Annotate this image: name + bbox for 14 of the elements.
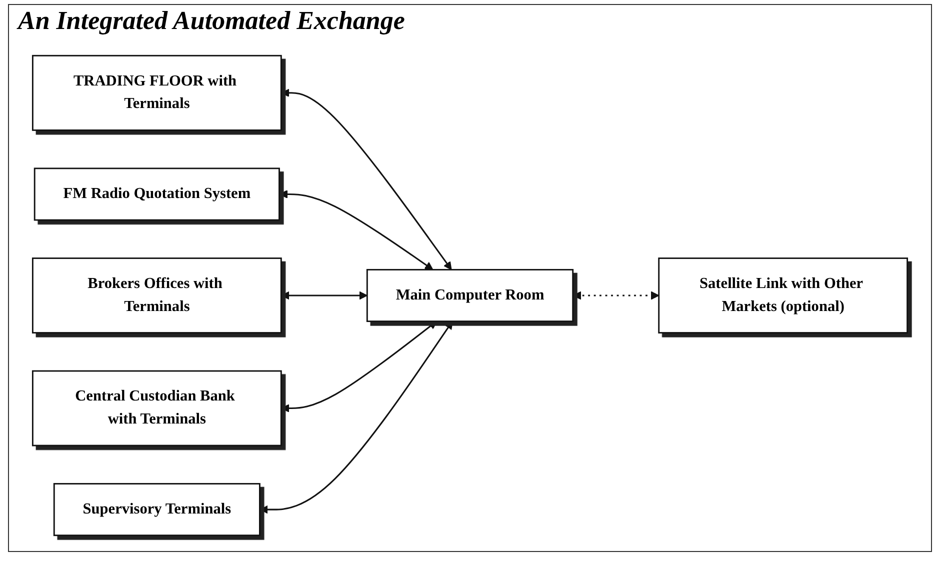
arrow: [281, 88, 452, 270]
arrow: [279, 190, 434, 270]
node-box: Supervisory Terminals: [53, 483, 260, 536]
node-box: Brokers Offices with Terminals: [32, 258, 282, 334]
arrow: [281, 291, 368, 300]
node-box: Main Computer Room: [366, 268, 574, 322]
node-box: Central Custodian Bank with Terminals: [32, 370, 282, 446]
arrow: [572, 291, 660, 300]
node-box: Satellite Link with Other Markets (optional): [658, 258, 908, 334]
node-box: FM Radio Quotation System: [34, 168, 280, 221]
arrow: [281, 320, 437, 412]
diagram-title: An Integrated Automated Exchange: [18, 6, 405, 36]
node-box: TRADING FLOOR with Terminals: [32, 54, 282, 131]
arrow: [260, 320, 453, 514]
